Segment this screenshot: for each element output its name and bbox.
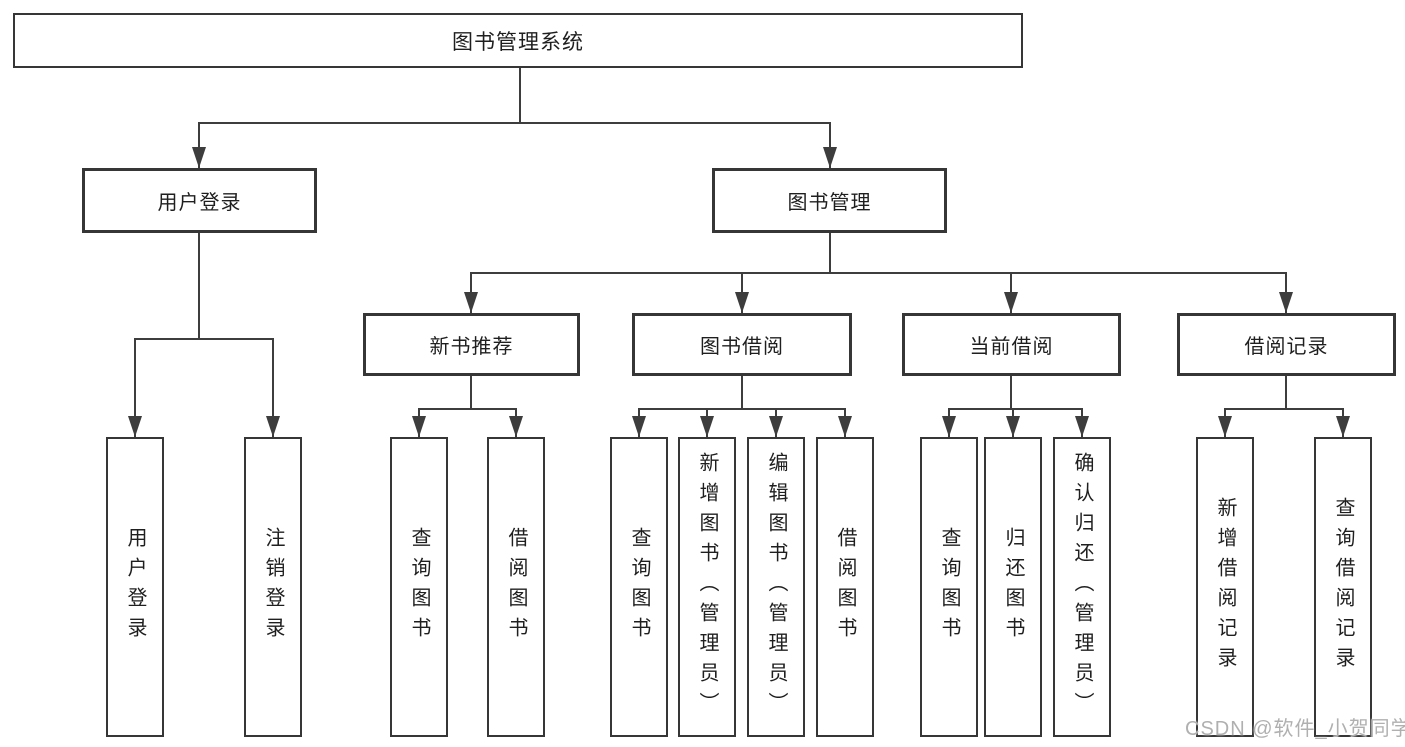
leaf-add-borrow-record: 新增借阅记录 bbox=[1196, 437, 1254, 737]
arrowhead-down-icon bbox=[1336, 416, 1350, 437]
node-book-management: 图书管理 bbox=[712, 168, 947, 233]
arrowhead-down-icon bbox=[769, 416, 783, 437]
connector-to-leaf-user-login bbox=[134, 338, 136, 437]
leaf-add-books-admin: 新增图书（管理员） bbox=[678, 437, 736, 737]
arrowhead-down-icon bbox=[823, 147, 837, 168]
arrowhead-down-icon bbox=[700, 416, 714, 437]
connector-root-stem bbox=[519, 68, 521, 122]
arrowhead-down-icon bbox=[735, 292, 749, 313]
leaf-label: 借阅图书 bbox=[505, 527, 527, 647]
node-user-login: 用户登录 bbox=[82, 168, 317, 233]
connector-to-book-management bbox=[829, 122, 831, 168]
node-label: 图书管理 bbox=[787, 192, 872, 214]
leaf-label: 用户登录 bbox=[124, 527, 146, 647]
connector-to-user-login bbox=[198, 122, 200, 168]
leaf-label: 编辑图书（管理员） bbox=[765, 452, 787, 722]
arrowhead-down-icon bbox=[1004, 292, 1018, 313]
arrowhead-down-icon bbox=[192, 147, 206, 168]
arrowhead-down-icon bbox=[1006, 416, 1020, 437]
node-label: 新书推荐 bbox=[429, 336, 514, 358]
connector-current-borrow-stem bbox=[1010, 376, 1012, 408]
csdn-watermark: CSDN @软件_小贺同学 bbox=[1185, 718, 1405, 740]
leaf-query-books-recommend: 查询图书 bbox=[390, 437, 448, 737]
leaf-user-login: 用户登录 bbox=[106, 437, 164, 737]
leaf-edit-books-admin: 编辑图书（管理员） bbox=[747, 437, 805, 737]
leaf-borrow-books-recommend: 借阅图书 bbox=[487, 437, 545, 737]
leaf-confirm-return-admin: 确认归还（管理员） bbox=[1053, 437, 1111, 737]
connector-book-borrow-hline bbox=[638, 408, 846, 410]
arrowhead-down-icon bbox=[1279, 292, 1293, 313]
connector-to-leaf-logout bbox=[272, 338, 274, 437]
leaf-label: 查询借阅记录 bbox=[1332, 497, 1354, 677]
leaf-label: 查询图书 bbox=[408, 527, 430, 647]
arrowhead-down-icon bbox=[128, 416, 142, 437]
leaf-query-borrow-record: 查询借阅记录 bbox=[1314, 437, 1372, 737]
node-label: 借阅记录 bbox=[1244, 336, 1329, 358]
leaf-label: 确认归还（管理员） bbox=[1071, 452, 1093, 722]
leaf-borrow-books: 借阅图书 bbox=[816, 437, 874, 737]
leaf-query-books-current: 查询图书 bbox=[920, 437, 978, 737]
connector-new-book-stem bbox=[470, 376, 472, 408]
connector-user-login-stem bbox=[198, 233, 200, 338]
arrowhead-down-icon bbox=[464, 292, 478, 313]
connector-records-hline bbox=[1224, 408, 1344, 410]
leaf-label: 新增借阅记录 bbox=[1214, 497, 1236, 677]
leaf-label: 归还图书 bbox=[1002, 527, 1024, 647]
node-label: 用户登录 bbox=[157, 192, 242, 214]
arrowhead-down-icon bbox=[838, 416, 852, 437]
arrowhead-down-icon bbox=[1218, 416, 1232, 437]
leaf-label: 借阅图书 bbox=[834, 527, 856, 647]
leaf-label: 注销登录 bbox=[262, 527, 284, 647]
arrowhead-down-icon bbox=[1075, 416, 1089, 437]
leaf-label: 查询图书 bbox=[628, 527, 650, 647]
connector-current-borrow-hline bbox=[948, 408, 1083, 410]
connector-level3-hline bbox=[470, 272, 1287, 274]
arrowhead-down-icon bbox=[509, 416, 523, 437]
leaf-logout: 注销登录 bbox=[244, 437, 302, 737]
node-label: 图书管理系统 bbox=[452, 30, 584, 54]
arrowhead-down-icon bbox=[942, 416, 956, 437]
connector-level1-hline bbox=[198, 122, 831, 124]
arrowhead-down-icon bbox=[632, 416, 646, 437]
node-borrow-records: 借阅记录 bbox=[1177, 313, 1396, 376]
connector-new-book-hline bbox=[418, 408, 517, 410]
connector-records-stem bbox=[1285, 376, 1287, 408]
leaf-return-books: 归还图书 bbox=[984, 437, 1042, 737]
node-root-library-system: 图书管理系统 bbox=[13, 13, 1023, 68]
node-current-borrow: 当前借阅 bbox=[902, 313, 1121, 376]
arrowhead-down-icon bbox=[266, 416, 280, 437]
node-book-borrow: 图书借阅 bbox=[632, 313, 852, 376]
node-label: 当前借阅 bbox=[969, 336, 1054, 358]
leaf-label: 查询图书 bbox=[938, 527, 960, 647]
leaf-query-books-borrow: 查询图书 bbox=[610, 437, 668, 737]
connector-user-login-hline bbox=[134, 338, 274, 340]
connector-book-borrow-stem bbox=[741, 376, 743, 408]
leaf-label: 新增图书（管理员） bbox=[696, 452, 718, 722]
connector-book-management-stem bbox=[829, 233, 831, 272]
arrowhead-down-icon bbox=[412, 416, 426, 437]
node-label: 图书借阅 bbox=[700, 336, 784, 358]
node-new-book-recommend: 新书推荐 bbox=[363, 313, 580, 376]
